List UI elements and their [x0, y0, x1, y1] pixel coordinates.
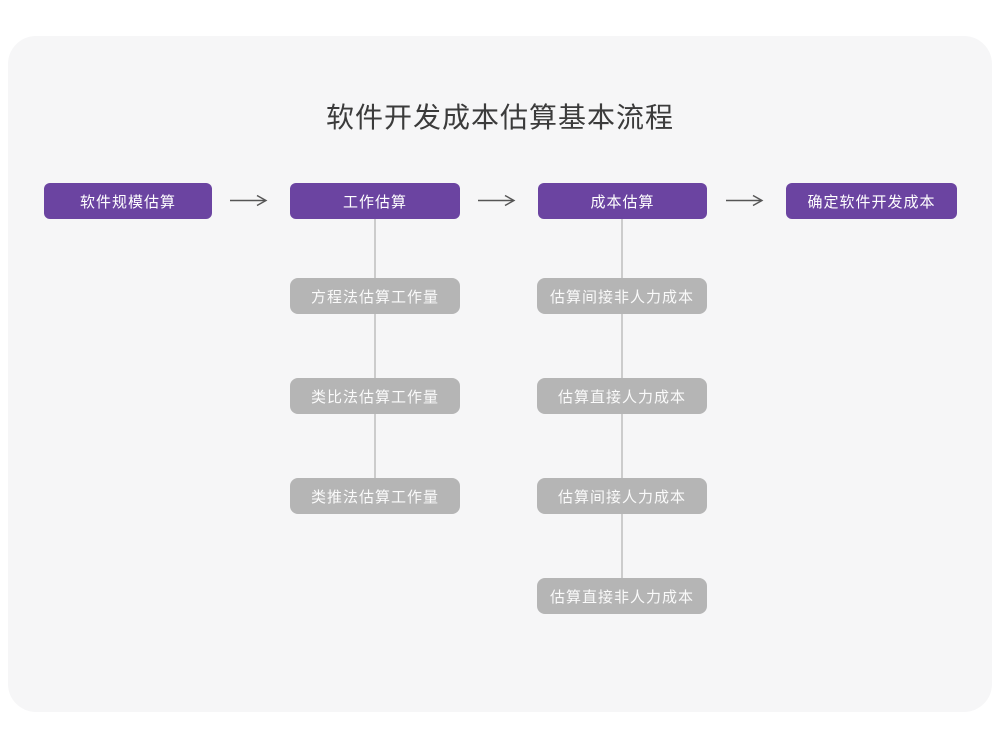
substep-direct-labor-cost: 估算直接人力成本 [537, 378, 707, 414]
substep-label: 类比法估算工作量 [310, 388, 439, 406]
substep-label: 方程法估算工作量 [310, 288, 439, 306]
diagram-panel [8, 36, 992, 712]
arrow-right-icon [725, 194, 765, 207]
substep-label: 估算间接非人力成本 [549, 288, 694, 306]
substep-indirect-labor-cost: 估算间接人力成本 [537, 478, 707, 514]
substep-indirect-nonlabor-cost: 估算间接非人力成本 [537, 278, 707, 314]
flow-step-determine-development-cost: 确定软件开发成本 [786, 183, 957, 219]
substep-label: 类推法估算工作量 [310, 488, 439, 506]
substep-label: 估算直接非人力成本 [549, 588, 694, 606]
flow-step-label: 工作估算 [342, 193, 407, 211]
flow-step-software-scale-estimation: 软件规模估算 [44, 183, 212, 219]
flow-step-cost-estimation: 成本估算 [538, 183, 707, 219]
substep-label: 估算间接人力成本 [557, 488, 686, 506]
arrow-right-icon [229, 194, 269, 207]
substep-equation-method: 方程法估算工作量 [290, 278, 460, 314]
substep-extrapolation-method: 类推法估算工作量 [290, 478, 460, 514]
diagram-title: 软件开发成本估算基本流程 [325, 102, 674, 133]
flow-step-label: 软件规模估算 [79, 193, 176, 211]
flow-step-work-estimation: 工作估算 [290, 183, 460, 219]
substep-label: 估算直接人力成本 [557, 388, 686, 406]
flow-step-label: 成本估算 [590, 193, 655, 211]
flow-step-label: 确定软件开发成本 [807, 193, 936, 211]
substep-direct-nonlabor-cost: 估算直接非人力成本 [537, 578, 707, 614]
substep-analogy-method: 类比法估算工作量 [290, 378, 460, 414]
connector-line-work-estimation [374, 219, 376, 496]
arrow-right-icon [477, 194, 517, 207]
